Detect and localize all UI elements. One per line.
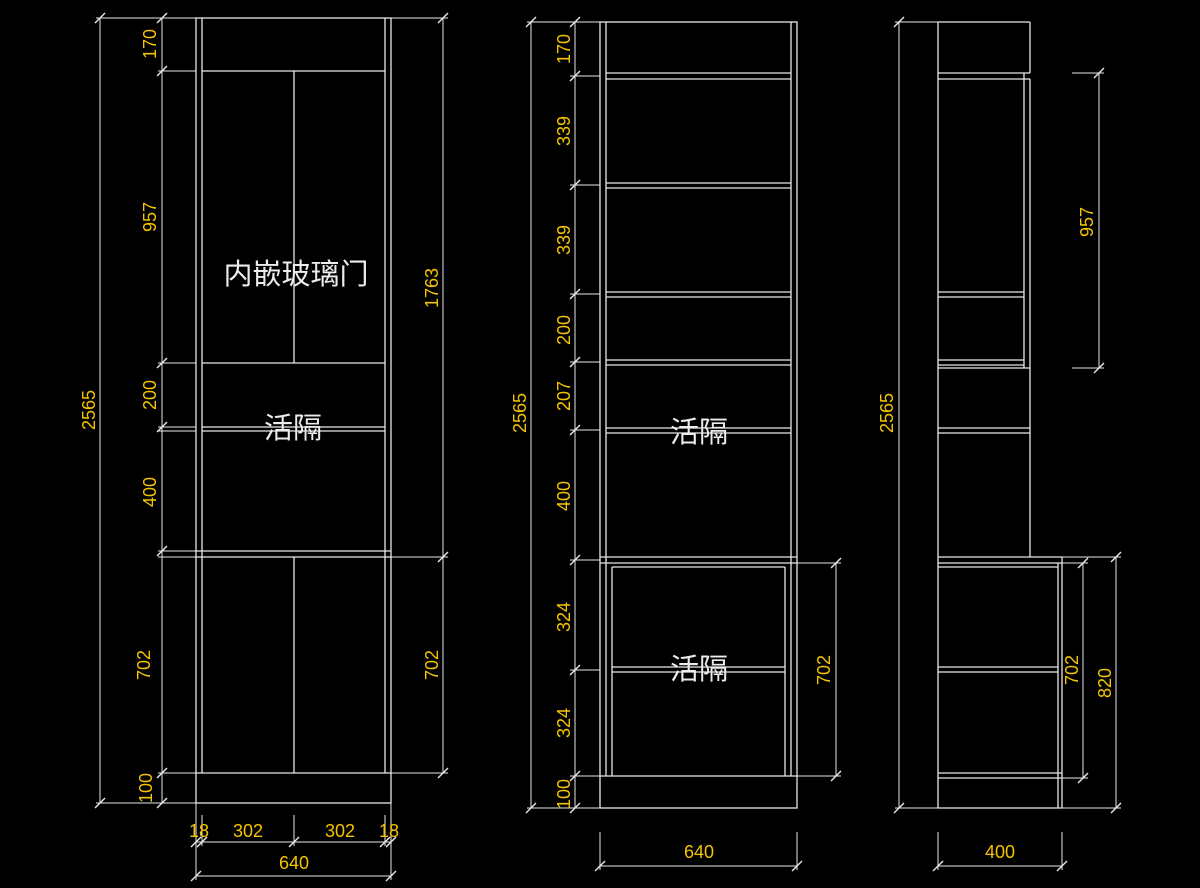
front-dim-702-right: 702 <box>422 650 442 680</box>
side-dim-upper: 957 <box>1072 67 1105 374</box>
front-dim-640: 640 <box>279 853 309 873</box>
section-dim-324-a: 324 <box>554 602 574 632</box>
front-dim-18-right: 18 <box>379 821 399 841</box>
front-dim-total-height: 2565 <box>79 12 158 809</box>
section-view: 活隔 活隔 170 339 339 <box>510 16 842 872</box>
front-dim-400: 400 <box>140 477 160 507</box>
section-dim-702: 702 <box>814 655 834 685</box>
adjustable-shelf-label: 活隔 <box>264 411 322 445</box>
side-dim-820: 820 <box>1095 668 1115 698</box>
section-shelf-label-upper: 活隔 <box>670 415 728 449</box>
front-dims-left: 170 957 200 400 702 100 <box>134 12 196 809</box>
side-dim-2565: 2565 <box>877 393 897 433</box>
front-cabinet-outline <box>195 17 392 804</box>
front-dim-100: 100 <box>136 773 156 803</box>
side-view: 2565 957 702 820 <box>877 16 1122 872</box>
side-dims-lower: 702 820 <box>1062 551 1122 814</box>
front-dim-957: 957 <box>140 202 160 232</box>
section-dim-400: 400 <box>554 481 574 511</box>
glass-door-label: 内嵌玻璃门 <box>223 257 368 291</box>
section-shelf-label-lower: 活隔 <box>670 652 728 686</box>
front-dim-2565: 2565 <box>79 390 99 430</box>
section-dim-total-height: 2565 <box>510 16 570 814</box>
section-dims-left: 170 339 339 200 207 400 324 324 100 <box>554 16 600 814</box>
side-dim-702: 702 <box>1062 655 1082 685</box>
section-dims-right: 702 <box>797 557 842 782</box>
side-dim-total-height: 2565 <box>877 16 938 814</box>
section-dim-640: 640 <box>684 842 714 862</box>
side-dim-957: 957 <box>1077 207 1097 237</box>
section-dim-2565: 2565 <box>510 393 530 433</box>
front-dim-200: 200 <box>140 380 160 410</box>
front-view: 内嵌玻璃门 活隔 170 957 200 400 702 1 <box>79 12 449 882</box>
section-dim-170: 170 <box>554 34 574 64</box>
side-dim-400: 400 <box>985 842 1015 862</box>
front-dims-right: 1763 702 <box>391 12 449 779</box>
section-cabinet-outline <box>599 21 798 809</box>
front-dims-bottom: 18 302 302 18 640 <box>189 803 399 882</box>
front-dim-170: 170 <box>140 29 160 59</box>
section-dim-339-a: 339 <box>554 116 574 146</box>
section-dims-bottom: 640 <box>594 832 803 872</box>
side-dims-bottom: 400 <box>932 832 1068 872</box>
front-dim-1763: 1763 <box>422 268 442 308</box>
front-dim-302-right: 302 <box>325 821 355 841</box>
front-dim-302-left: 302 <box>233 821 263 841</box>
section-dim-339-b: 339 <box>554 225 574 255</box>
front-dim-702-left: 702 <box>134 650 154 680</box>
section-dim-207: 207 <box>554 381 574 411</box>
section-dim-100: 100 <box>554 779 574 809</box>
front-dim-18-left: 18 <box>189 821 209 841</box>
section-dim-324-b: 324 <box>554 708 574 738</box>
section-dim-200: 200 <box>554 315 574 345</box>
side-cabinet-outline <box>937 21 1063 809</box>
